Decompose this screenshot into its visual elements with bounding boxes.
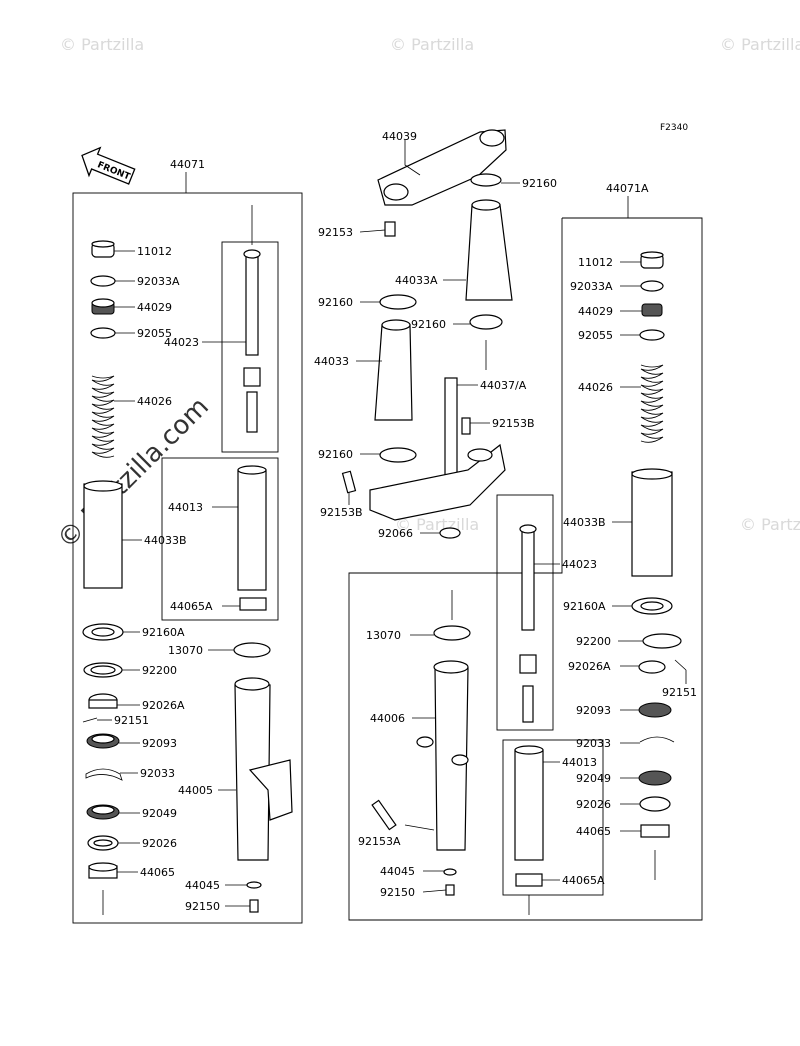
right-fork-parts <box>371 251 687 915</box>
part-label[interactable]: 92153A <box>358 835 401 848</box>
part-label[interactable]: 13070 <box>366 629 401 642</box>
part-label[interactable]: 44039 <box>382 130 417 143</box>
part-label[interactable]: 92033 <box>140 767 175 780</box>
part-label[interactable]: 44029 <box>578 305 613 318</box>
part-label[interactable]: 44026 <box>137 395 172 408</box>
left-assembly-box <box>72 192 303 924</box>
part-label[interactable]: 92026A <box>568 660 611 673</box>
left-spring-icon <box>91 375 115 458</box>
part-label[interactable]: 44033 <box>314 355 349 368</box>
part-label[interactable]: 44006 <box>370 712 405 725</box>
part-label[interactable]: 92033 <box>576 737 611 750</box>
part-label[interactable]: 92153B <box>492 417 535 430</box>
part-label[interactable]: 92160A <box>563 600 606 613</box>
part-label[interactable]: 92160 <box>318 448 353 461</box>
part-label[interactable]: 92093 <box>576 704 611 717</box>
part-label[interactable]: 44045 <box>380 865 415 878</box>
part-label[interactable]: 13070 <box>168 644 203 657</box>
watermark-top-right: © Partzilla <box>720 35 800 54</box>
center-steering-parts <box>341 129 513 539</box>
right-subbox-tube <box>502 739 604 896</box>
part-label[interactable]: 44013 <box>168 501 203 514</box>
part-label[interactable]: 44029 <box>137 301 172 314</box>
watermark-mid-center: © Partzilla <box>395 515 479 534</box>
watermark-diagonal: © Partzilla.com <box>52 392 215 555</box>
part-label[interactable]: 44026 <box>578 381 613 394</box>
part-label[interactable]: 92049 <box>142 807 177 820</box>
part-label[interactable]: 44045 <box>185 879 220 892</box>
left-subbox-cartridge <box>221 241 279 453</box>
right-assembly-box <box>348 217 703 921</box>
part-label[interactable]: 44065 <box>576 825 611 838</box>
part-label[interactable]: 92160 <box>522 177 557 190</box>
part-label[interactable]: 92151 <box>114 714 149 727</box>
part-label[interactable]: 92026A <box>142 699 185 712</box>
part-label[interactable]: 44005 <box>178 784 213 797</box>
part-label[interactable]: 11012 <box>578 256 613 269</box>
part-label[interactable]: 92049 <box>576 772 611 785</box>
part-label[interactable]: 92026 <box>142 837 177 850</box>
watermark-mid-right: © Partzilla <box>740 515 800 534</box>
part-label[interactable]: 92033A <box>570 280 613 293</box>
part-label[interactable]: 92033A <box>137 275 180 288</box>
part-label[interactable]: 92151 <box>662 686 697 699</box>
part-label[interactable]: 44065 <box>140 866 175 879</box>
front-arrow-icon: FRONT <box>81 146 136 185</box>
part-label[interactable]: 44065A <box>562 874 605 887</box>
part-label[interactable]: 92055 <box>578 329 613 342</box>
part-label[interactable]: 92026 <box>576 798 611 811</box>
part-label[interactable]: 44033B <box>144 534 187 547</box>
part-label[interactable]: 92093 <box>142 737 177 750</box>
leader-lines <box>97 140 687 907</box>
part-label[interactable]: 92153B <box>320 506 363 519</box>
assembly-label-left: 44071 <box>170 158 205 171</box>
part-label[interactable]: 92200 <box>576 635 611 648</box>
right-subbox-cartridge <box>496 494 554 731</box>
part-label[interactable]: 92160A <box>142 626 185 639</box>
part-label[interactable]: 44033A <box>395 274 438 287</box>
part-label[interactable]: 92153 <box>318 226 353 239</box>
part-label[interactable]: 92160 <box>318 296 353 309</box>
part-label[interactable]: 92200 <box>142 664 177 677</box>
left-subbox-tube <box>161 457 279 621</box>
part-label[interactable]: 44023 <box>562 558 597 571</box>
part-label[interactable]: 92055 <box>137 327 172 340</box>
part-label[interactable]: 92150 <box>185 900 220 913</box>
part-label[interactable]: 44033B <box>563 516 606 529</box>
watermark-top-center: © Partzilla <box>390 35 474 54</box>
part-labels: 11012 92033A 44029 92055 44023 44026 440… <box>114 130 697 913</box>
figure-code: F2340 <box>660 123 688 133</box>
watermark-top-left: © Partzilla <box>60 35 144 54</box>
part-label[interactable]: 92066 <box>378 527 413 540</box>
left-fork-parts <box>82 205 293 915</box>
part-label[interactable]: 44023 <box>164 336 199 349</box>
part-label[interactable]: 92160 <box>411 318 446 331</box>
part-label[interactable]: 44037/A <box>480 379 527 392</box>
part-label[interactable]: 11012 <box>137 245 172 258</box>
part-label[interactable]: 44013 <box>562 756 597 769</box>
part-label[interactable]: 44065A <box>170 600 213 613</box>
assembly-label-right: 44071A <box>606 182 649 195</box>
part-label[interactable]: 92150 <box>380 886 415 899</box>
